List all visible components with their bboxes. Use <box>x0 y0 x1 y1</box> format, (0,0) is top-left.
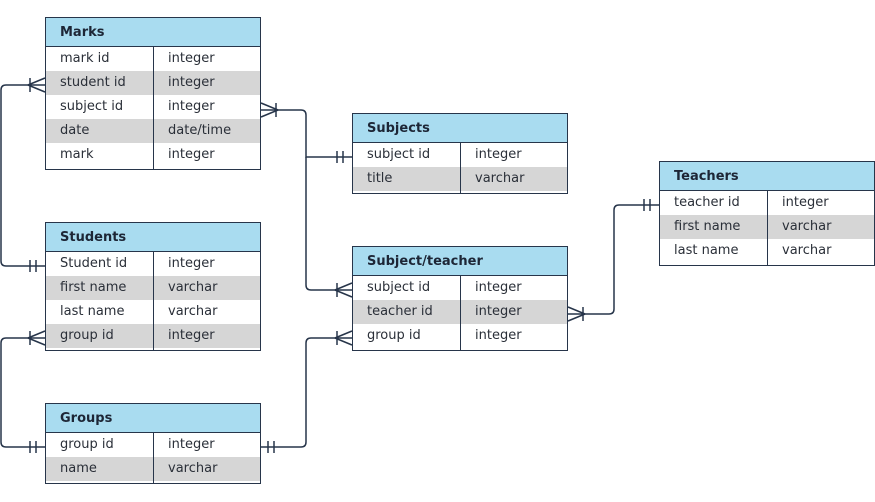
table-row: subject id integer <box>353 276 567 300</box>
table-row: last name varchar <box>660 239 874 263</box>
field-type: varchar <box>475 171 525 186</box>
field-name: title <box>367 171 393 186</box>
entity-title: Groups <box>46 404 260 433</box>
table-row: group id integer <box>46 433 260 457</box>
field-type: integer <box>168 75 215 90</box>
entity-title: Subject/teacher <box>353 247 567 276</box>
table-row: teacher id integer <box>660 191 874 215</box>
field-type: integer <box>168 51 215 66</box>
relationship-groups-subjectteacher <box>261 330 353 453</box>
field-type: integer <box>168 99 215 114</box>
entity-subject-teacher[interactable]: Subject/teacher subject id integer teach… <box>352 246 568 351</box>
field-name: subject id <box>60 99 124 114</box>
field-name: name <box>60 461 97 476</box>
field-type: integer <box>475 328 522 343</box>
field-name: teacher id <box>674 195 740 210</box>
field-name: Student id <box>60 256 128 271</box>
entity-teachers[interactable]: Teachers teacher id integer first name v… <box>659 161 875 266</box>
entity-title: Marks <box>46 18 260 47</box>
field-type: date/time <box>168 123 232 138</box>
field-name: mark id <box>60 51 110 66</box>
entity-groups[interactable]: Groups group id integer name varchar <box>45 403 261 484</box>
column-divider <box>767 191 768 265</box>
field-type: integer <box>475 280 522 295</box>
table-row: mark id integer <box>46 47 260 71</box>
field-type: varchar <box>168 461 218 476</box>
column-divider <box>460 143 461 193</box>
table-row: last name varchar <box>46 300 260 324</box>
field-type: varchar <box>168 304 218 319</box>
entity-title: Students <box>46 223 260 252</box>
relationship-students-marks <box>0 77 46 272</box>
field-type: integer <box>782 195 829 210</box>
relationship-subjects-subjectteacher <box>305 157 353 298</box>
entity-marks[interactable]: Marks mark id integer student id integer… <box>45 17 261 170</box>
column-divider <box>460 276 461 350</box>
field-type: integer <box>168 437 215 452</box>
entity-students[interactable]: Students Student id integer first name v… <box>45 222 261 351</box>
field-name: student id <box>60 75 126 90</box>
field-name: teacher id <box>367 304 433 319</box>
relationship-teachers-subjectteacher <box>567 199 659 322</box>
field-type: varchar <box>168 280 218 295</box>
relationship-subjects-marks <box>260 102 352 163</box>
field-type: integer <box>475 147 522 162</box>
field-name: group id <box>60 437 114 452</box>
field-type: varchar <box>782 243 832 258</box>
entity-title: Subjects <box>353 114 567 143</box>
field-name: group id <box>60 328 114 343</box>
field-name: last name <box>674 243 739 258</box>
table-row: subject id integer <box>353 143 567 167</box>
relationship-groups-students <box>0 330 46 453</box>
field-type: integer <box>475 304 522 319</box>
column-divider <box>153 433 154 483</box>
field-type: integer <box>168 147 215 162</box>
field-name: last name <box>60 304 125 319</box>
field-name: group id <box>367 328 421 343</box>
table-row: Student id integer <box>46 252 260 276</box>
field-name: first name <box>60 280 127 295</box>
field-name: subject id <box>367 147 431 162</box>
entity-title: Teachers <box>660 162 874 191</box>
column-divider <box>153 252 154 350</box>
entity-subjects[interactable]: Subjects subject id integer title varcha… <box>352 113 568 194</box>
column-divider <box>153 47 154 169</box>
table-row: subject id integer <box>46 95 260 119</box>
field-type: integer <box>168 256 215 271</box>
field-name: date <box>60 123 90 138</box>
field-type: varchar <box>782 219 832 234</box>
field-name: first name <box>674 219 741 234</box>
field-name: mark <box>60 147 94 162</box>
field-type: integer <box>168 328 215 343</box>
table-row: mark integer <box>46 143 260 167</box>
table-row: group id integer <box>353 324 567 348</box>
field-name: subject id <box>367 280 431 295</box>
